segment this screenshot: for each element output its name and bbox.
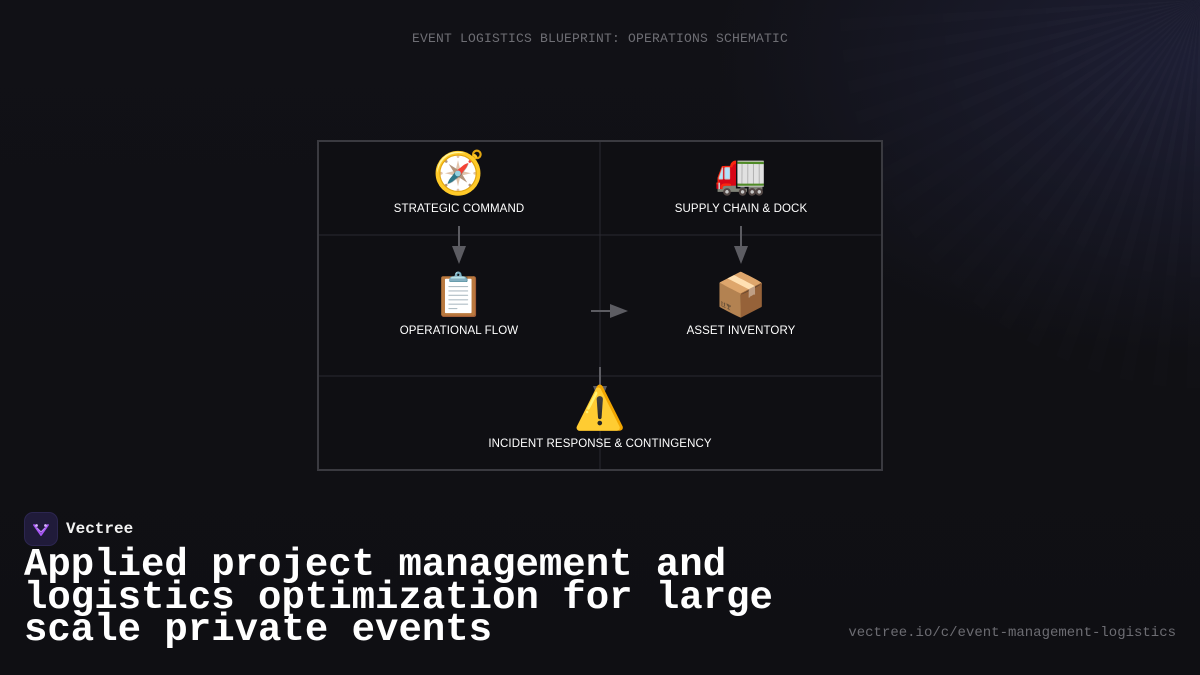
- node-asset-inventory: 📦 ASSET INVENTORY: [611, 270, 871, 338]
- brand-name: Vectree: [66, 520, 134, 538]
- node-supply-chain-dock: 🚛 SUPPLY CHAIN & DOCK: [611, 148, 871, 216]
- node-operational-flow: 📋 OPERATIONAL FLOW: [329, 270, 589, 338]
- package-icon: 📦: [714, 270, 768, 319]
- headline: Applied project management and logistics…: [24, 543, 773, 652]
- brand[interactable]: Vectree: [24, 512, 133, 546]
- warning-icon: ⚠️: [573, 383, 627, 432]
- truck-icon: 🚛: [714, 148, 768, 197]
- node-incident-response: ⚠️ INCIDENT RESPONSE & CONTINGENCY: [450, 383, 750, 451]
- node-label: INCIDENT RESPONSE & CONTINGENCY: [488, 438, 712, 450]
- page-url[interactable]: vectree.io/c/event-management-logistics: [848, 625, 1176, 641]
- compass-icon: 🧭: [432, 148, 486, 197]
- node-label: STRATEGIC COMMAND: [393, 203, 525, 215]
- node-label: SUPPLY CHAIN & DOCK: [674, 203, 808, 215]
- clipboard-icon: 📋: [432, 270, 486, 319]
- diagram-title: EVENT LOGISTICS BLUEPRINT: OPERATIONS SC…: [411, 31, 789, 46]
- edge-strategic-to-operational: [452, 226, 466, 264]
- edge-operational-to-inventory: [591, 304, 628, 318]
- vectree-logo-icon: [24, 512, 58, 546]
- operations-schematic: 🧭 STRATEGIC COMMAND 🚛 SUPPLY CHAIN & DOC…: [317, 140, 883, 471]
- edge-supply-to-inventory: [734, 226, 748, 264]
- schematic-grid: [319, 142, 881, 469]
- node-label: OPERATIONAL FLOW: [399, 325, 519, 337]
- node-label: ASSET INVENTORY: [686, 325, 796, 337]
- edge-operational-to-incident: [593, 367, 607, 404]
- node-strategic-command: 🧭 STRATEGIC COMMAND: [329, 148, 589, 216]
